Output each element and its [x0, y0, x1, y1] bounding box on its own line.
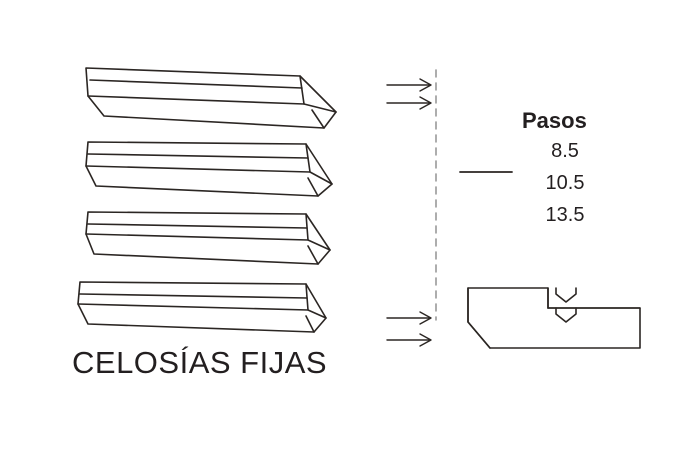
frame-section-detail — [467, 287, 641, 349]
paso-value-3: 13.5 — [545, 204, 585, 226]
page-title: CELOSÍAS FIJAS — [72, 345, 328, 380]
airflow-arrow-bottom-1 — [386, 311, 432, 325]
airflow-arrow-bottom-2 — [386, 333, 432, 347]
louvre-blade-1 — [85, 67, 337, 129]
airflow-arrow-top-2 — [386, 96, 432, 110]
louvre-blade-2 — [85, 141, 333, 197]
paso-value-1: 8.5 — [551, 140, 579, 162]
pasos-heading: Pasos — [522, 108, 587, 133]
paso-value-2: 10.5 — [545, 172, 585, 194]
louvre-blade-4 — [77, 281, 327, 333]
airflow-arrow-top-1 — [386, 78, 432, 92]
louvre-blade-3 — [85, 211, 331, 265]
